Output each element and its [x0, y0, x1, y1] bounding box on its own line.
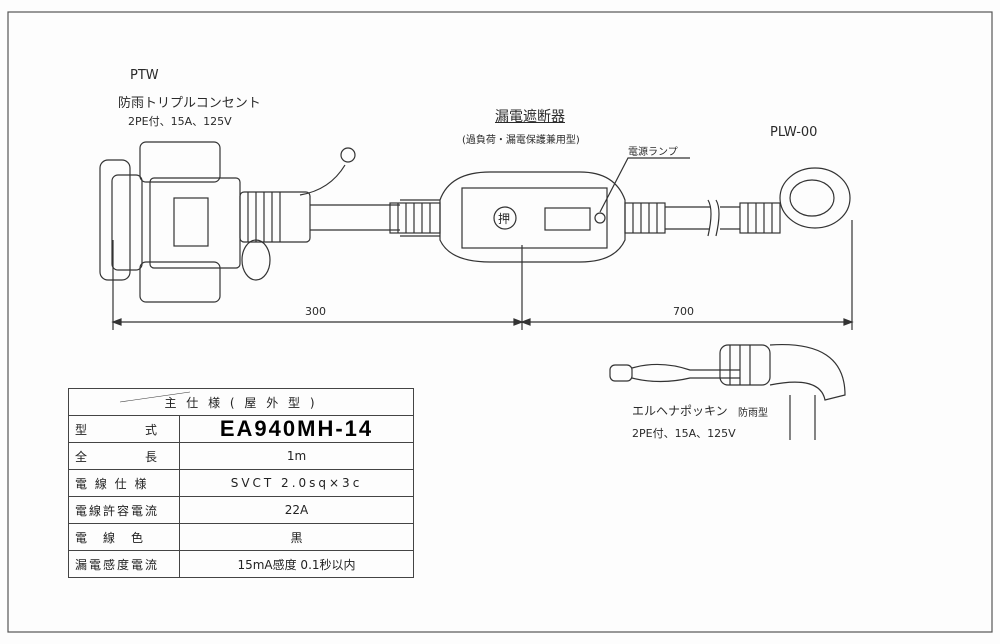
model-number: EA940MH-14	[179, 415, 414, 443]
breaker-drawing	[439, 157, 690, 263]
row-key: 全 長	[68, 442, 180, 470]
row-key: 型 式	[68, 415, 180, 443]
row-key: 電 線 色	[68, 523, 180, 551]
plug-detail-drawing	[609, 343, 846, 440]
ptw-name: 防雨トリプルコンセント	[118, 96, 261, 111]
row-value: SVCT 2.0sq×3c	[179, 469, 414, 497]
cable-right	[624, 167, 851, 237]
power-lamp-label: 電源ランプ	[628, 147, 678, 158]
row-key: 電 線 仕 様	[68, 469, 180, 497]
breaker-title: 漏電遮断器	[495, 109, 565, 125]
dimension-left: 300	[305, 305, 326, 318]
cable-left	[389, 199, 441, 237]
ptw-code: PTW	[130, 68, 159, 83]
breaker-subtitle: (過負荷・漏電保護兼用型)	[462, 135, 580, 146]
row-key: 電線許容電流	[68, 496, 180, 524]
plug-name: エルヘナポッキン	[632, 404, 728, 418]
dimension-right: 700	[673, 305, 694, 318]
plug-type: 防雨型	[738, 408, 768, 419]
plug-code: PLW-00	[770, 125, 818, 140]
row-value: 15mA感度 0.1秒以内	[179, 550, 414, 578]
table-row: 電 線 色黒	[68, 523, 414, 551]
row-value: 黒	[179, 523, 414, 551]
frame-border	[7, 11, 993, 633]
triple-outlet-drawing	[99, 141, 400, 303]
dimension-lines	[111, 220, 854, 330]
push-button-mark: 押	[498, 212, 511, 226]
row-value: 1m	[179, 442, 414, 470]
spec-table-title: 主 仕 様 ( 屋 外 型 )	[68, 388, 414, 416]
row-key: 漏電感度電流	[68, 550, 180, 578]
ptw-spec: 2PE付、15A、125V	[128, 115, 232, 128]
plug-spec: 2PE付、15A、125V	[632, 427, 736, 440]
row-value: 22A	[179, 496, 414, 524]
